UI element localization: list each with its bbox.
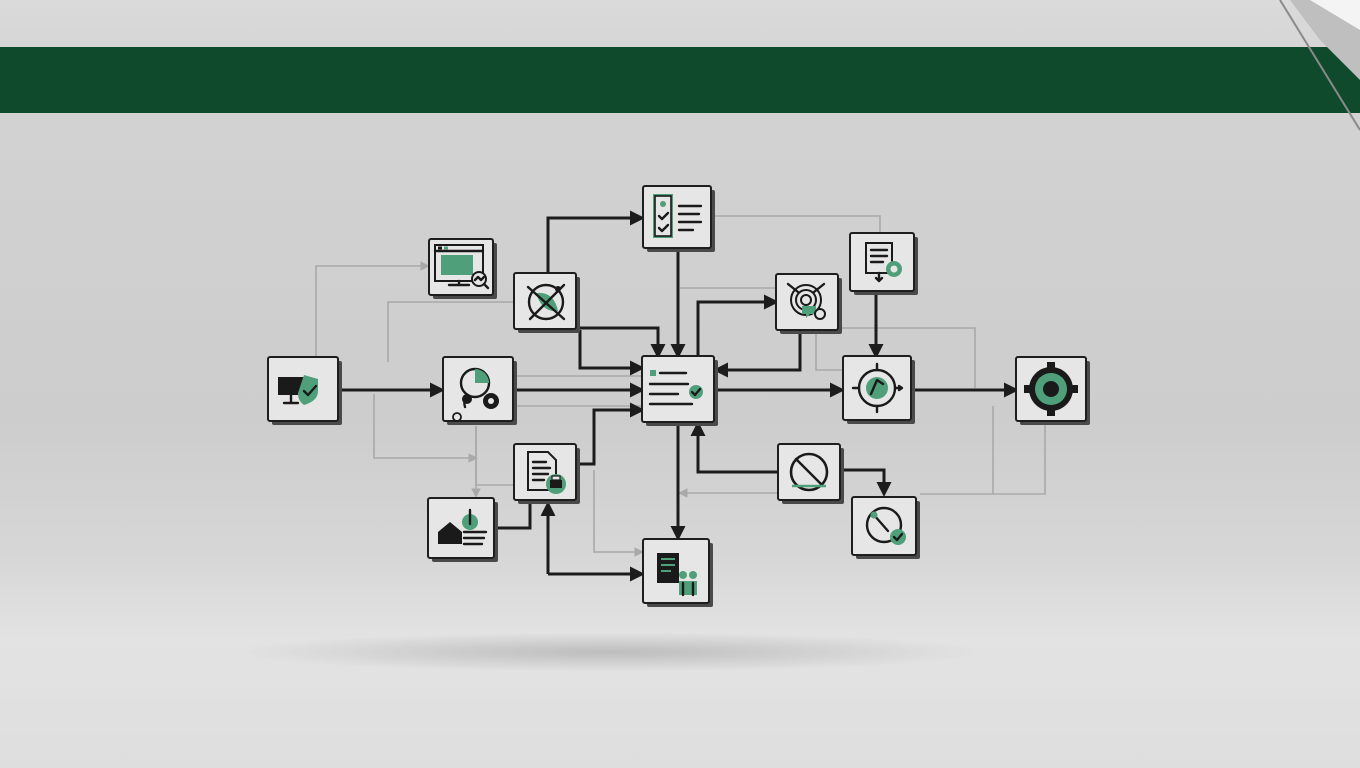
users-list-node[interactable]	[642, 538, 713, 607]
ceiling-light	[1279, 0, 1360, 131]
monitor-analytics-icon	[433, 244, 490, 290]
home-node[interactable]	[427, 497, 498, 562]
secondary-connectors	[315, 215, 1046, 557]
wall-top	[0, 0, 1360, 47]
prohibited-icon	[789, 452, 829, 492]
house-power-icon	[438, 508, 488, 546]
file-printer-icon	[527, 451, 566, 494]
verify-node[interactable]	[851, 496, 920, 559]
file-print-node[interactable]	[513, 443, 580, 504]
header-bar	[0, 47, 1360, 113]
satellite-node[interactable]	[513, 272, 580, 333]
lightbulb-gear-icon	[452, 367, 499, 422]
user-list-icon	[657, 553, 697, 597]
report-gear-icon	[865, 242, 902, 283]
wrench-check-icon	[865, 506, 906, 545]
satellite-dish-icon	[526, 283, 566, 321]
checklist-document-icon	[653, 194, 703, 238]
floor-shadow	[230, 632, 990, 672]
report-settings-node[interactable]	[849, 232, 918, 295]
radar-target-icon	[786, 282, 826, 320]
target-node[interactable]	[775, 273, 842, 334]
primary-connectors	[342, 210, 1019, 582]
blocked-node[interactable]	[777, 443, 844, 504]
gear-icon	[1024, 362, 1078, 416]
settings-node[interactable]	[1015, 356, 1090, 425]
compass-node[interactable]	[842, 355, 915, 424]
central-hub-node[interactable]	[641, 355, 718, 426]
ideas-node[interactable]	[442, 356, 517, 425]
compass-icon	[851, 362, 904, 414]
secure-desktop-node[interactable]	[267, 356, 342, 425]
document-list-node[interactable]	[642, 185, 715, 252]
shield-check-desktop-icon	[278, 375, 318, 405]
document-hub-icon	[648, 370, 703, 406]
monitor-node[interactable]	[428, 238, 497, 299]
